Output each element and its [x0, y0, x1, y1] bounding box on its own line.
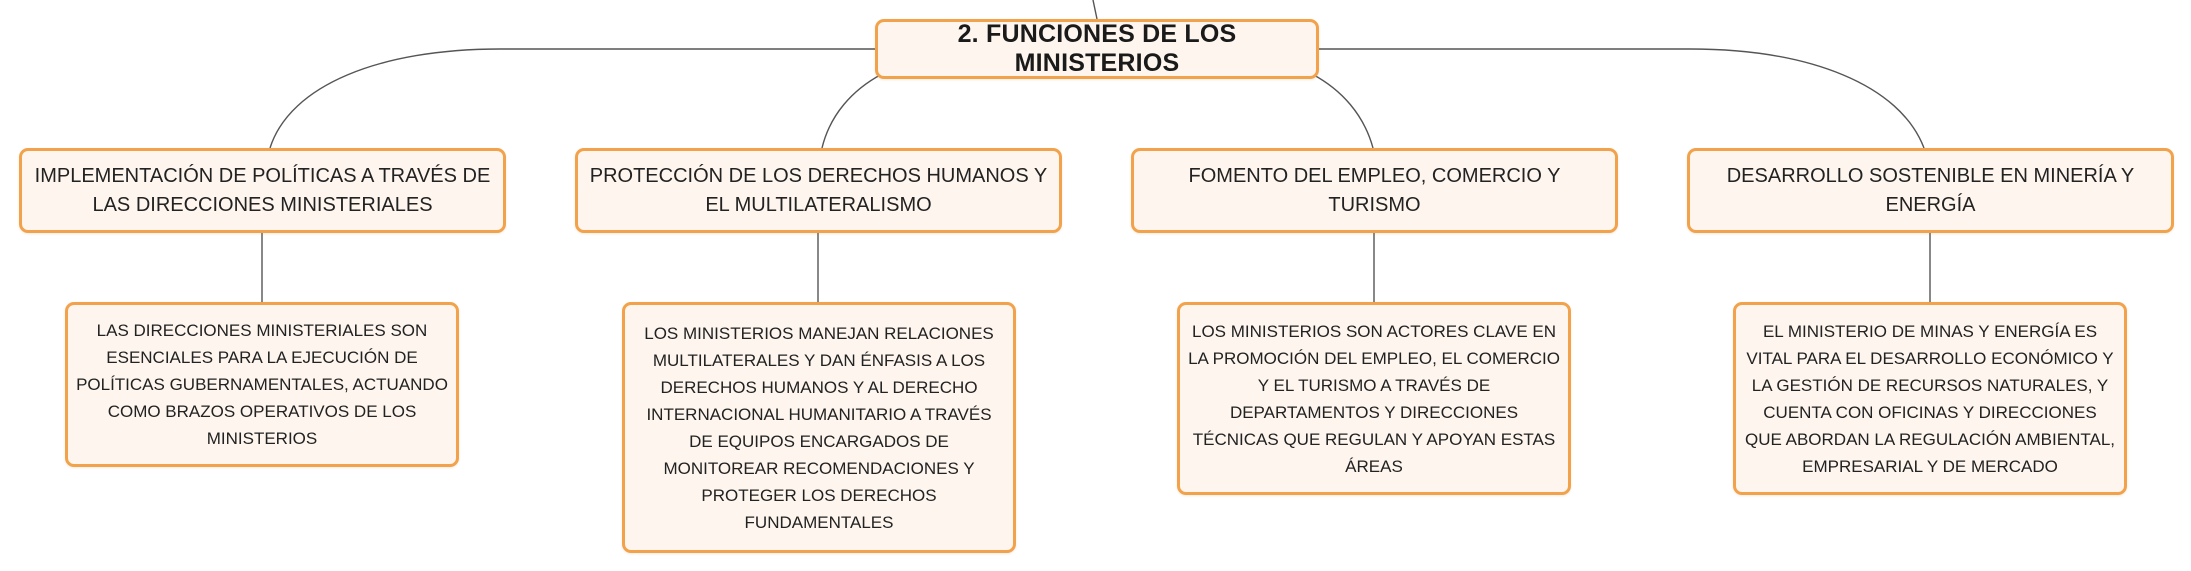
topic-node-label: PROTECCIÓN DE LOS DERECHOS HUMANOS Y EL …: [589, 164, 1048, 216]
detail-node-employment-trade-tourism[interactable]: LOS MINISTERIOS SON ACTORES CLAVE EN LA …: [1177, 302, 1571, 495]
detail-node-text: LAS DIRECCIONES MINISTERIALES SON ESENCI…: [76, 321, 448, 448]
topic-node-label: FOMENTO DEL EMPLEO, COMERCIO Y TURISMO: [1188, 164, 1561, 216]
detail-node-text: EL MINISTERIO DE MINAS Y ENERGÍA ES VITA…: [1744, 321, 2115, 476]
topic-node-human-rights[interactable]: PROTECCIÓN DE LOS DERECHOS HUMANOS Y EL …: [575, 148, 1062, 233]
topic-node-label: DESARROLLO SOSTENIBLE EN MINERÍA Y ENERG…: [1726, 164, 2135, 216]
topic-node-employment-trade-tourism[interactable]: FOMENTO DEL EMPLEO, COMERCIO Y TURISMO: [1131, 148, 1618, 233]
connector-root-topic-2: [821, 73, 883, 149]
detail-node-mining-energy[interactable]: EL MINISTERIO DE MINAS Y ENERGÍA ES VITA…: [1733, 302, 2127, 495]
connector-root-topic-1: [269, 48, 875, 149]
detail-node-policy-implementation[interactable]: LAS DIRECCIONES MINISTERIALES SON ESENCI…: [65, 302, 459, 467]
connector-root-topic-3: [1311, 73, 1374, 149]
root-node[interactable]: 2. FUNCIONES DE LOS MINISTERIOS: [875, 19, 1319, 79]
topic-node-label: IMPLEMENTACIÓN DE POLÍTICAS A TRAVÉS DE …: [34, 164, 491, 216]
detail-node-text: LOS MINISTERIOS SON ACTORES CLAVE EN LA …: [1188, 321, 1560, 476]
connector-root-topic-4: [1319, 48, 1925, 149]
root-node-label: 2. FUNCIONES DE LOS MINISTERIOS: [957, 20, 1237, 77]
topic-node-mining-energy[interactable]: DESARROLLO SOSTENIBLE EN MINERÍA Y ENERG…: [1687, 148, 2174, 233]
detail-node-human-rights[interactable]: LOS MINISTERIOS MANEJAN RELACIONES MULTI…: [622, 302, 1016, 553]
topic-node-policy-implementation[interactable]: IMPLEMENTACIÓN DE POLÍTICAS A TRAVÉS DE …: [19, 148, 506, 233]
connector-parent-stub: [1092, 0, 1098, 20]
detail-node-text: LOS MINISTERIOS MANEJAN RELACIONES MULTI…: [644, 323, 994, 532]
